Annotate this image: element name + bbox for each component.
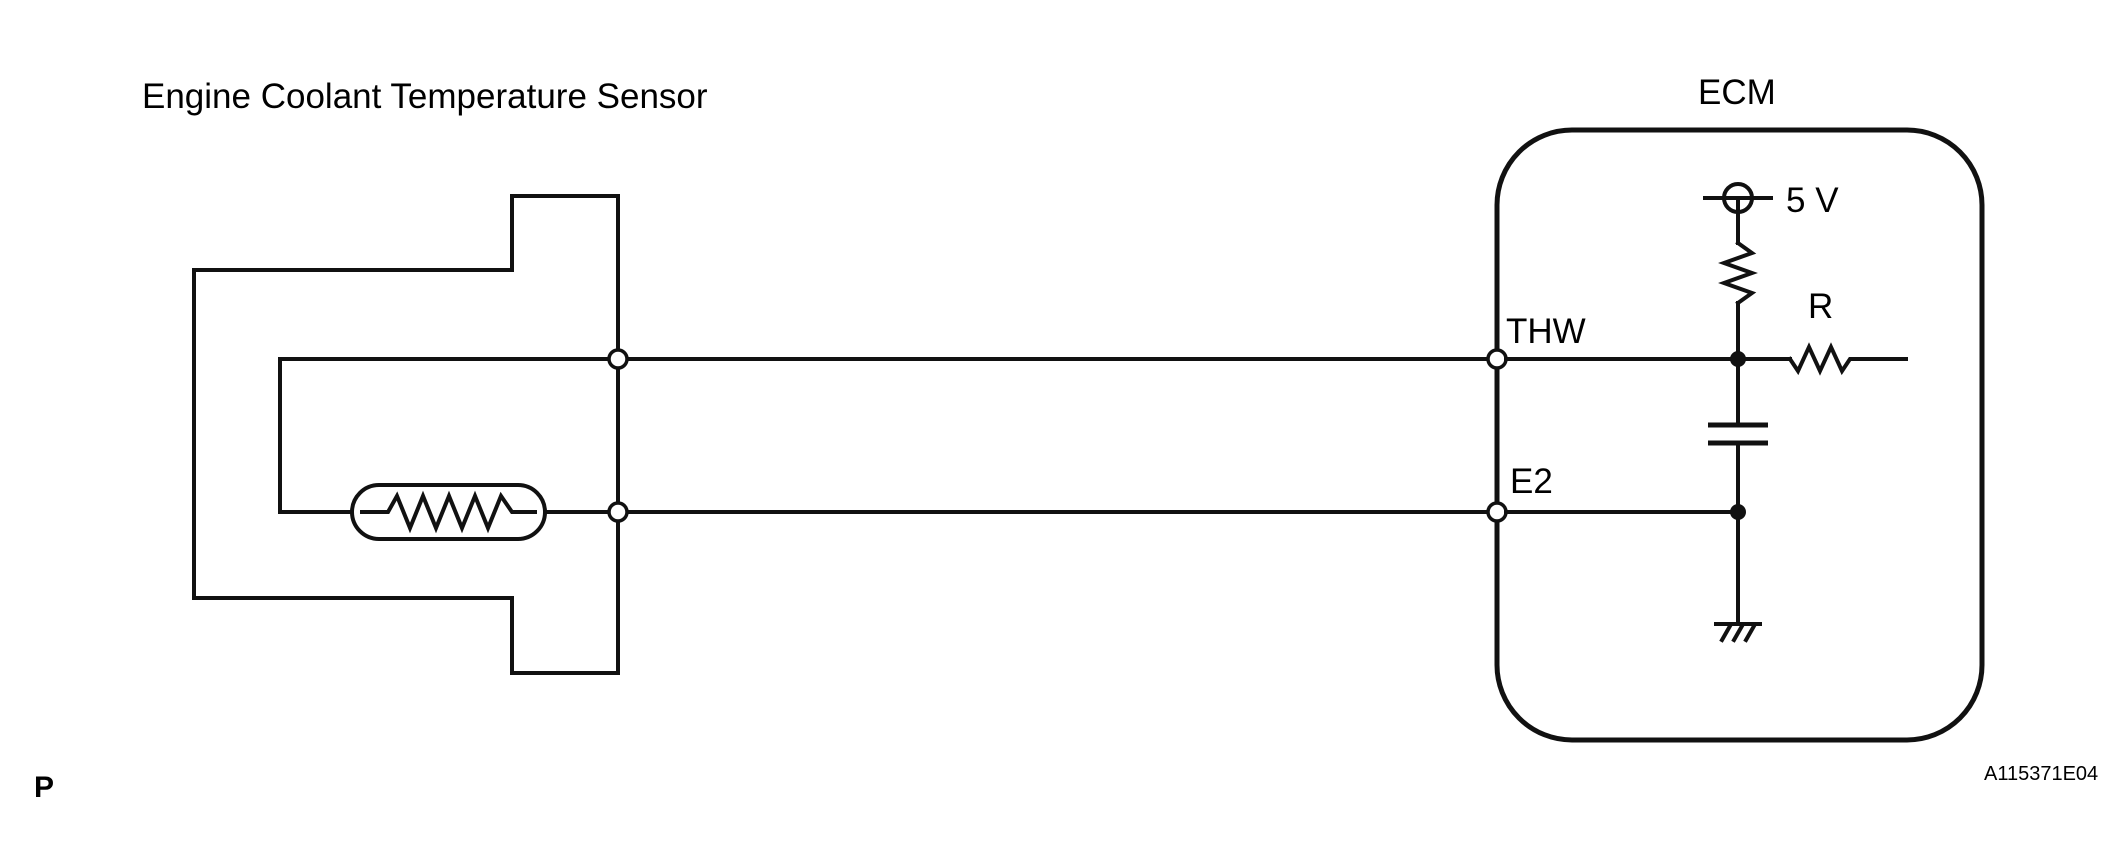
ecm-internal-wiring — [1504, 196, 1908, 622]
terminal-e2-label: E2 — [1510, 462, 1553, 501]
supply-symbol — [1703, 182, 1773, 214]
sensor-connector-housing — [192, 194, 620, 675]
ecm-box — [1494, 127, 1985, 743]
junction-thw-node — [1730, 351, 1746, 367]
ground-symbol — [1714, 622, 1762, 643]
ecm-terminal-thw — [1486, 348, 1508, 370]
supply-voltage-label: 5 V — [1786, 181, 1839, 220]
figure-code: A115371E04 — [1984, 763, 2098, 785]
capacitor-symbol — [1708, 422, 1768, 446]
ecm-title: ECM — [1698, 73, 1776, 112]
ecm-terminal-e2 — [1486, 501, 1508, 523]
resistor-label: R — [1808, 287, 1833, 326]
corner-mark: P — [34, 771, 54, 804]
sensor-title: Engine Coolant Temperature Sensor — [142, 77, 708, 116]
junction-e2-node — [1730, 504, 1746, 520]
sensor-terminal-thw — [607, 348, 629, 370]
sensor-internal-wiring — [278, 357, 620, 514]
terminal-thw-label: THW — [1506, 312, 1586, 351]
pullup-resistor-symbol — [1718, 240, 1758, 306]
sensor-terminal-e2 — [607, 501, 629, 523]
thermistor-symbol — [350, 483, 547, 541]
resistor-r-symbol — [1787, 342, 1858, 376]
